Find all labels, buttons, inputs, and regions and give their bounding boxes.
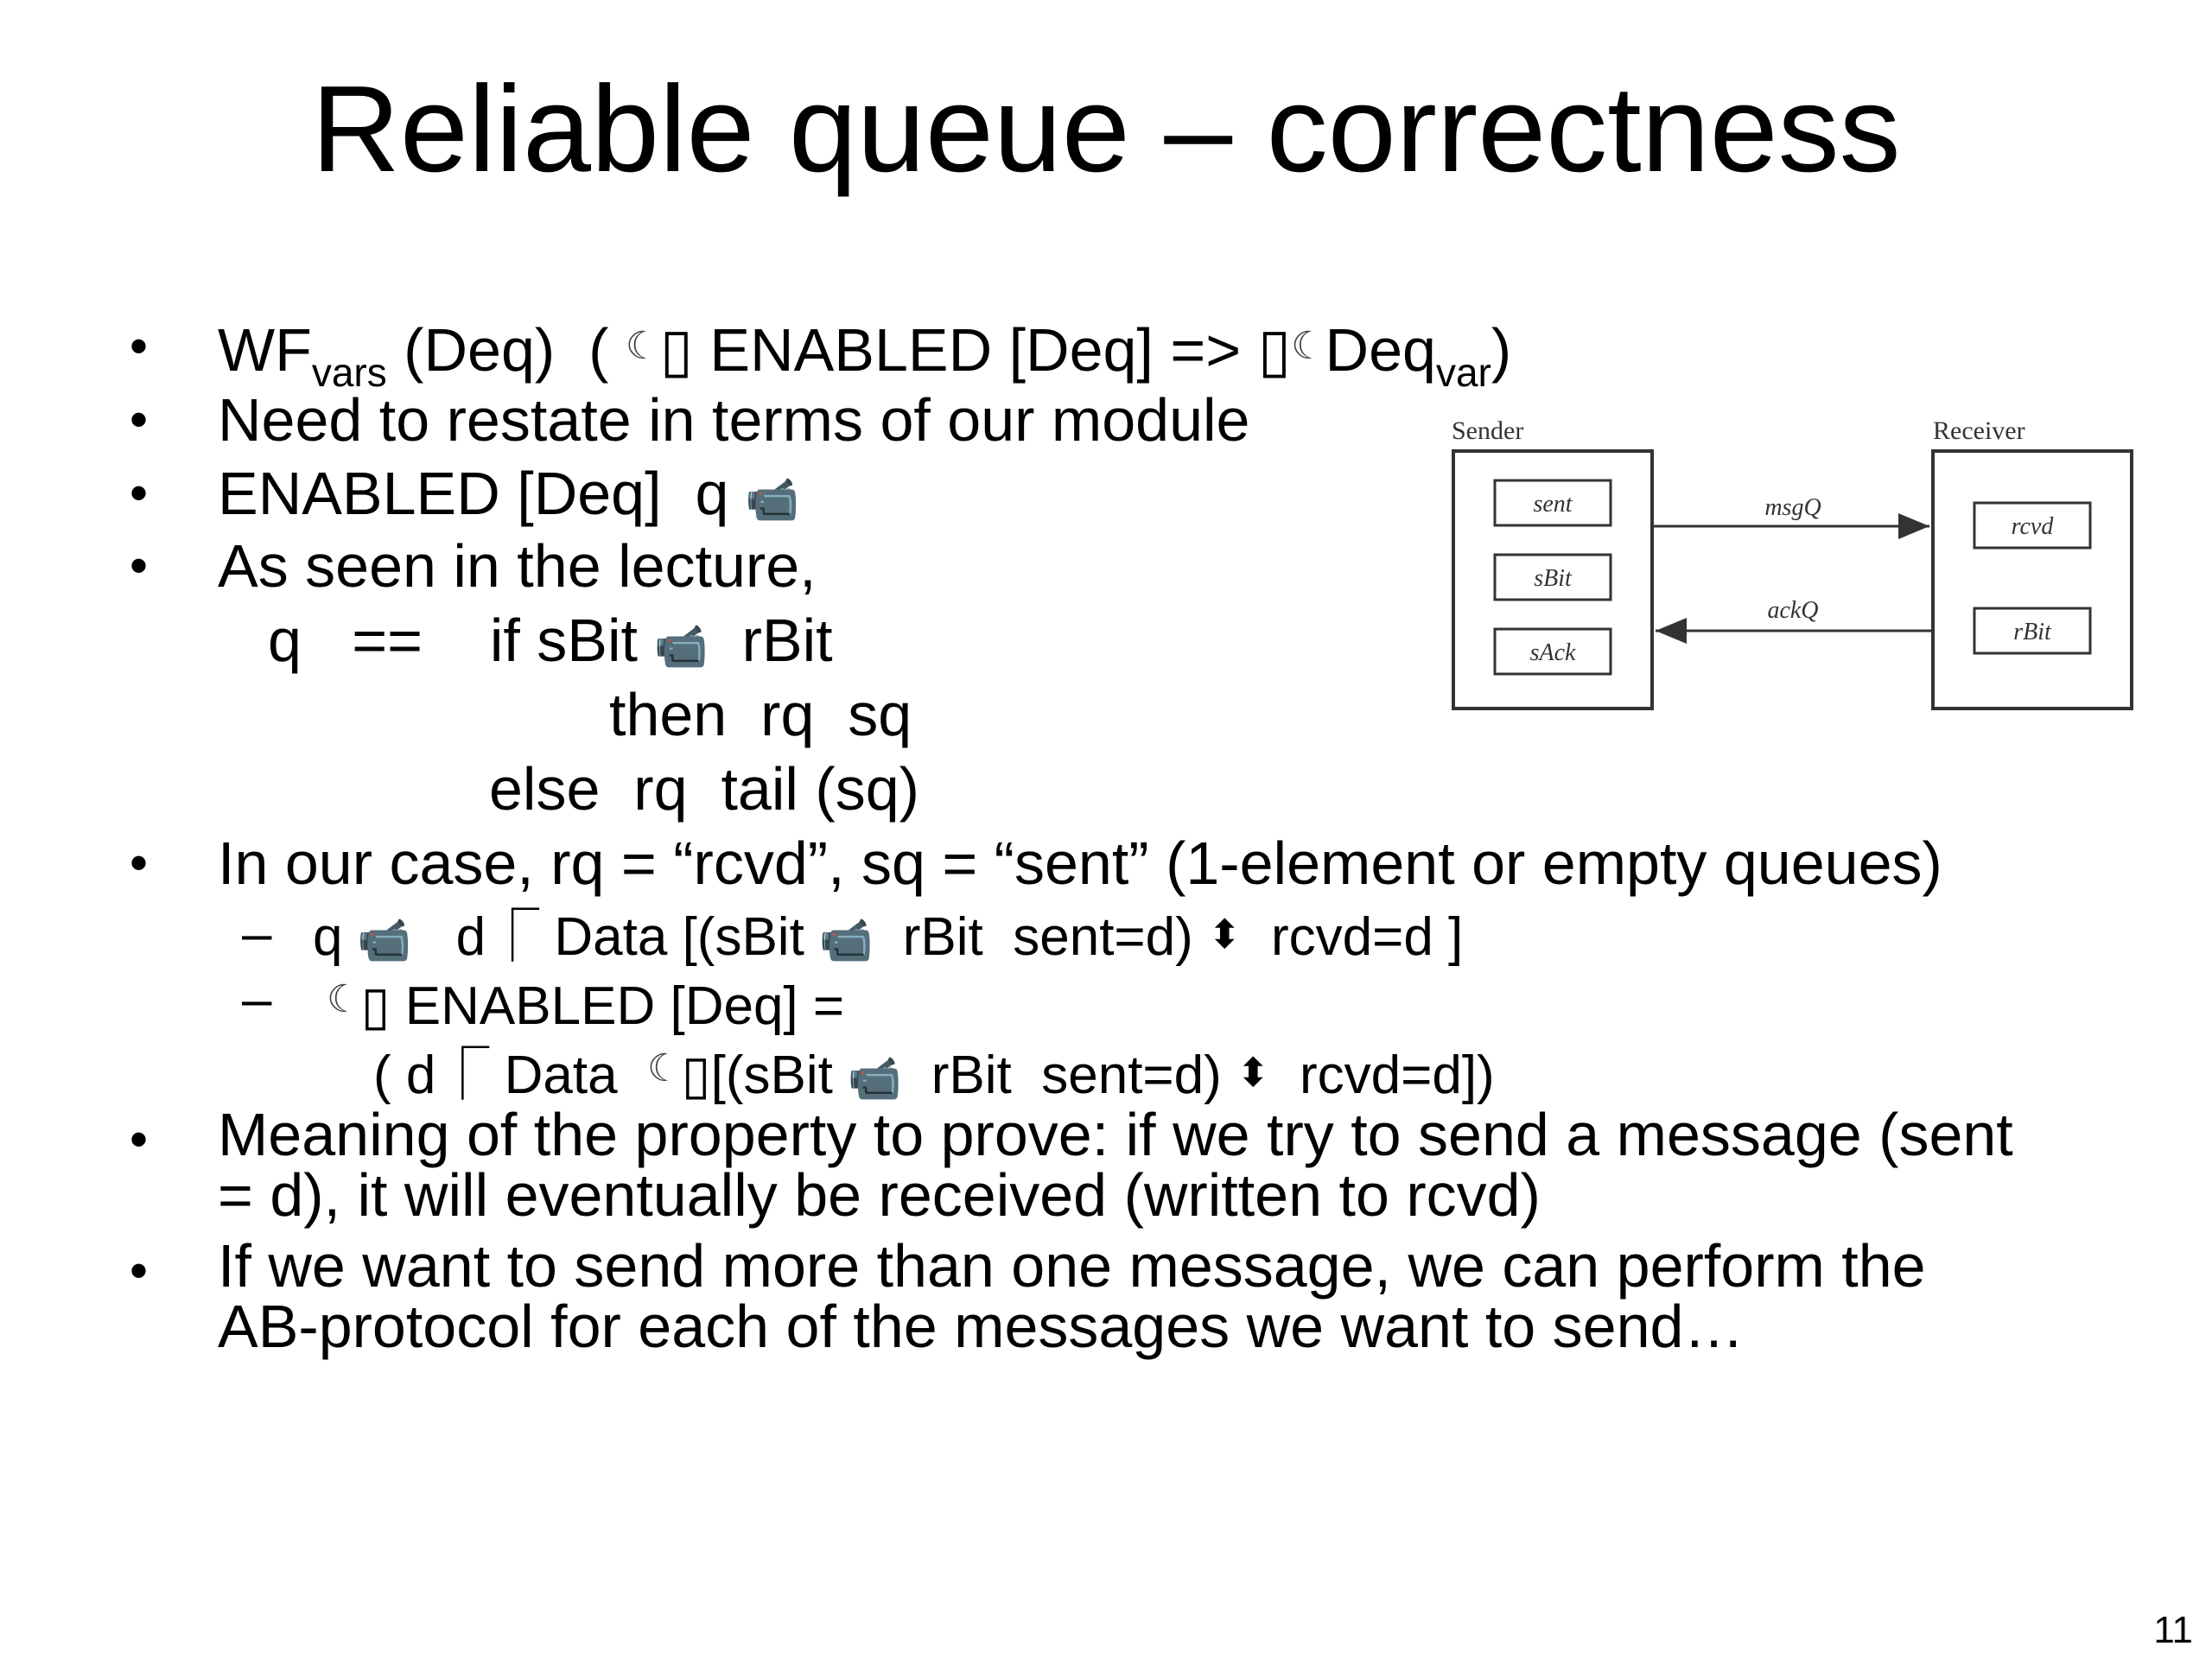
our-case-line: In our case, rq = “rcvd”, sq = “sent” (1… (218, 830, 1942, 897)
camera-glyph-icon: 📹 (654, 621, 709, 671)
else-line: else rq tail (sq) (489, 755, 919, 823)
sbit-field: sBit (1534, 565, 1573, 592)
subscript-vars: vars (311, 350, 387, 395)
moon-symbol-icon: ☾ (647, 1046, 682, 1090)
camera-glyph-icon: 📹 (357, 915, 411, 965)
bullet: • (130, 834, 149, 892)
slide-title: Reliable queue – correctness (311, 60, 1901, 198)
sender-receiver-diagram: Sender sent sBit sAck Receiver rcvd rBit… (1452, 408, 2143, 719)
camera-glyph-icon: 📹 (848, 1053, 902, 1103)
q-data-line: q 📹 d⎾ Data [(sBit 📹 rBit sent=d) ⬍ rcvd… (313, 899, 1463, 976)
camera-glyph-icon: 📹 (819, 915, 874, 965)
then-line: then rq sq (609, 681, 912, 748)
restate-line: Need to restate in terms of our module (218, 386, 1250, 454)
sent-field: sent (1533, 491, 1573, 518)
box-symbol-icon: ▯ (659, 315, 693, 385)
corner-bracket-icon: ⎾ (435, 1043, 490, 1106)
sender-box (1452, 449, 1654, 710)
dash: – (242, 969, 272, 1029)
bullet: • (130, 391, 149, 448)
page-number: 11 (2153, 1609, 2193, 1651)
up-down-arrow-icon: ⬍ (1207, 911, 1242, 957)
bullet: • (130, 1242, 149, 1300)
receiver-box (1931, 449, 2133, 710)
moon-symbol-icon: ☾ (625, 324, 660, 368)
sack-field-box (1493, 627, 1612, 676)
rbit-field-box (1973, 607, 2092, 655)
wf-definition-line: WFvars (Deq) ( ☾▯ ENABLED [Deq] => ▯☾Deq… (218, 311, 1511, 408)
msgq-label: msgQ (1764, 494, 1821, 521)
sent-field-box (1493, 479, 1612, 527)
camera-glyph-icon: 📹 (745, 474, 800, 524)
bullet: • (130, 1110, 149, 1168)
ackq-label: ackQ (1767, 597, 1818, 624)
subscript-var: var (1435, 350, 1491, 395)
sack-field: sAck (1530, 639, 1576, 666)
q-definition-line: q == if sBit 📹 rBit (268, 605, 833, 682)
sender-label: Sender (1452, 416, 1523, 445)
corner-bracket-icon: ⎾ (486, 905, 540, 968)
up-down-arrow-icon: ⬍ (1236, 1049, 1270, 1096)
lecture-line: As seen in the lecture, (218, 532, 817, 600)
bullet: • (130, 464, 149, 522)
enabled-equals-line: ☾▯ ENABLED [Deq] = (327, 964, 844, 1042)
rcvd-field: rcvd (2012, 513, 2055, 540)
dash: – (242, 904, 272, 963)
receiver-label: Receiver (1933, 416, 2025, 445)
box-symbol-icon: ▯ (1257, 315, 1292, 385)
exists-d-line: ( d⎾ Data ☾▯[(sBit 📹 rBit sent=d) ⬍ rcvd… (373, 1033, 1495, 1114)
bullet: • (130, 537, 149, 594)
multi-message-paragraph: If we want to send more than one message… (218, 1232, 1926, 1360)
moon-symbol-icon: ☾ (1291, 324, 1325, 368)
meaning-paragraph: Meaning of the property to prove: if we … (218, 1101, 2013, 1229)
rcvd-field-box (1973, 501, 2092, 550)
enabled-deq-line: ENABLED [Deq] q 📹 (218, 458, 833, 535)
bullet: • (130, 317, 149, 375)
box-symbol-icon: ▯ (360, 974, 391, 1037)
moon-symbol-icon: ☾ (327, 977, 361, 1021)
rbit-field: rBit (2013, 619, 2052, 645)
box-symbol-icon: ▯ (681, 1043, 711, 1106)
sbit-field-box (1493, 553, 1612, 601)
